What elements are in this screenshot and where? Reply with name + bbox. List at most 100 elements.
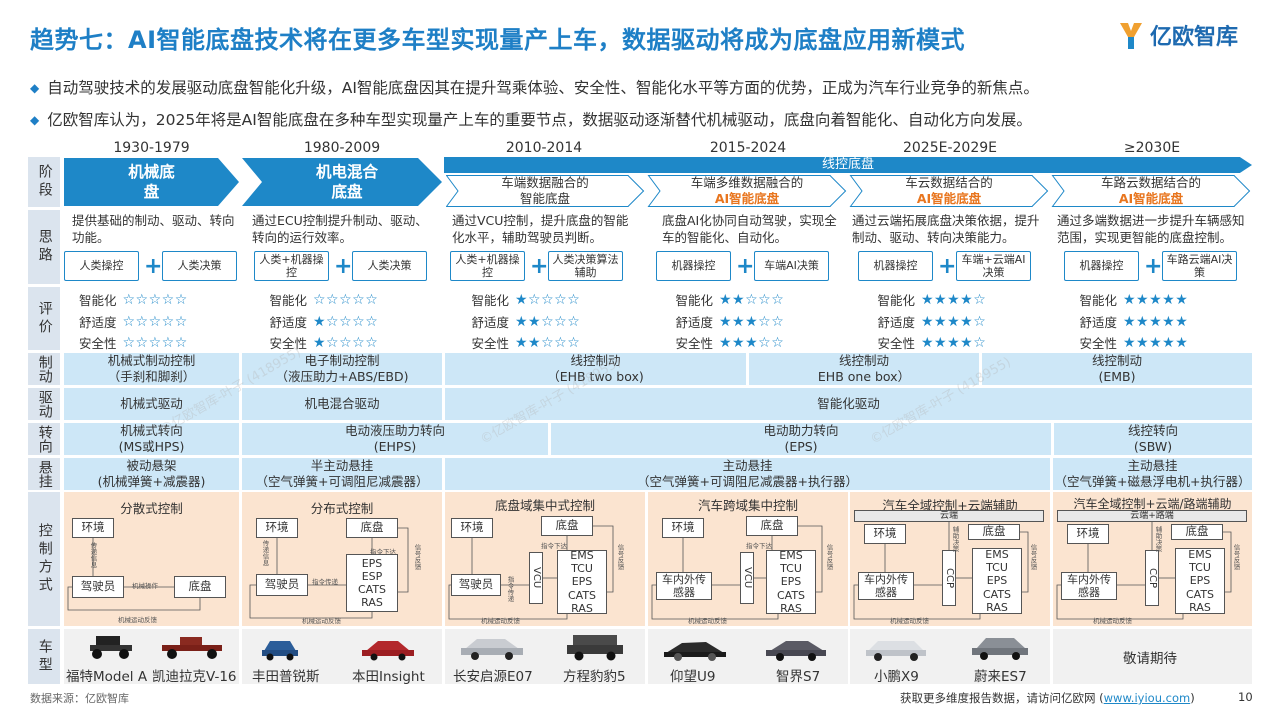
- steering-3: 电动助力转向(EPS): [551, 423, 1051, 455]
- stage-wire-bar: [444, 157, 1252, 173]
- vcu-box: VCU: [740, 552, 754, 604]
- models-cell-2: 丰田普锐斯 本田Insight: [242, 629, 442, 685]
- thinking-2: 通过ECU控制提升制动、驱动、转向的运行效率。: [252, 213, 428, 245]
- star-rating: ☆☆☆☆☆: [122, 334, 188, 351]
- rating-4-2: 舒适度★★★☆☆: [675, 313, 785, 331]
- car-icon: [766, 641, 826, 661]
- drive-2: 机电混合驱动: [242, 388, 442, 420]
- pill-3a: 人类+机器操控: [450, 251, 525, 281]
- page-number: 10: [1238, 690, 1253, 704]
- plus-icon: +: [938, 254, 957, 279]
- cloud-box: 云端: [854, 510, 1044, 522]
- row-label-steering: 转向: [28, 423, 60, 455]
- star-rating: ★★☆☆☆: [719, 291, 785, 308]
- pill-3b: 人类决策算法辅助: [548, 251, 623, 281]
- models-cell-4: 仰望U9 智界S7: [648, 629, 848, 685]
- rating-2-2: 舒适度★☆☆☆☆: [269, 313, 379, 331]
- star-rating: ★★★☆☆: [719, 334, 785, 351]
- row-label-control: 控制方式: [28, 492, 60, 626]
- rating-3-3: 安全性★★☆☆☆: [471, 334, 581, 352]
- suspension-2: 半主动悬挂（空气弹簧+可调阻尼减震器）: [242, 458, 442, 490]
- source-note: 数据来源：亿欧智库: [30, 692, 129, 705]
- ecu-box: EMS TCU EPS CATS RAS: [557, 549, 607, 615]
- car-icon: [461, 639, 523, 660]
- page-title: 趋势七：AI智能底盘技术将在更多车型实现量产上车，数据驱动将成为底盘应用新模式: [30, 26, 966, 54]
- sensor-box: 车内外传感器: [1061, 572, 1117, 600]
- suspension-4: 主动悬挂（空气弹簧+磁悬浮电机+执行器）: [1053, 457, 1252, 490]
- logo: 亿欧智库: [1118, 18, 1238, 52]
- star-rating: ☆☆☆☆☆: [122, 291, 188, 308]
- sensor-box: 车内外传感器: [858, 572, 914, 600]
- row-label-drive: 驱动: [28, 388, 60, 420]
- plus-icon: +: [334, 254, 353, 279]
- env-box: 环境: [864, 524, 906, 544]
- star-rating: ☆☆☆☆☆: [122, 313, 188, 330]
- car-icon: [362, 641, 414, 661]
- diamond-icon: ◆: [30, 81, 40, 95]
- row-label-thinking: 思路: [28, 210, 60, 284]
- rating-2-3: 安全性★☆☆☆☆: [269, 334, 379, 352]
- suspension-3: 主动悬挂（空气弹簧+可调阻尼减震器+执行器）: [445, 458, 1050, 490]
- control-title-2: 分布式控制: [310, 501, 374, 516]
- bullet-2: ◆亿欧智库认为，2025年将是AI智能底盘在多种车型实现量产上车的重要节点，数据…: [30, 111, 1032, 129]
- pill-1b: 人类决策: [162, 251, 237, 281]
- vintage-car-icon: [162, 637, 222, 659]
- logo-text: 亿欧智库: [1150, 25, 1239, 50]
- rating-4-3: 安全性★★★☆☆: [675, 334, 785, 352]
- thinking-4: 底盘AI化协同自动驾驶，实现全车的智能化、自动化。: [662, 213, 837, 245]
- env-box: 环境: [662, 518, 704, 538]
- env-box: 环境: [72, 518, 114, 538]
- iyiou-link[interactable]: www.iyiou.com: [1103, 691, 1191, 705]
- pill-6a: 机器操控: [1064, 251, 1139, 281]
- pill-1a: 人类操控: [64, 251, 139, 281]
- env-box: 环境: [1067, 524, 1109, 544]
- chassis-box: 底盘: [968, 524, 1020, 540]
- pill-2b: 人类决策: [352, 251, 427, 281]
- car-icon: [262, 641, 298, 661]
- pill-4a: 机器操控: [656, 251, 731, 281]
- chassis-box: 底盘: [541, 516, 593, 536]
- pill-6b: 车路云端AI决策: [1162, 251, 1237, 281]
- braking-1: 机械式制动控制（手刹和脚刹）: [64, 353, 239, 385]
- rating-5-3: 安全性★★★★☆: [877, 334, 987, 352]
- star-rating: ★★★★☆: [921, 291, 987, 308]
- rating-6-2: 舒适度★★★★★: [1079, 313, 1189, 331]
- plus-icon: +: [144, 254, 163, 279]
- pill-5b: 车端+云端AI决策: [956, 251, 1031, 281]
- control-cell-3: 底盘域集中式控制 环境 驾驶员 底盘 VCU EMS TCU EPS CATS …: [445, 492, 645, 626]
- star-rating: ★★★☆☆: [719, 313, 785, 330]
- env-box: 环境: [256, 518, 298, 538]
- control-cell-2: 分布式控制 环境 驾驶员 底盘 EPS ESP CATS RAS 传递信息 指令…: [242, 492, 442, 626]
- control-title-6: 汽车全域控制+云端/路端辅助: [1073, 497, 1232, 511]
- pill-4b: 车端AI决策: [754, 251, 829, 281]
- control-cell-4: 汽车跨域集中控制 环境 车内外传感器 底盘 VCU EMS TCU EPS CA…: [648, 492, 848, 626]
- rating-1-2: 舒适度☆☆☆☆☆: [78, 313, 188, 331]
- braking-2: 电子制动控制（液压助力+ABS/EBD): [242, 353, 442, 385]
- driver-box: 驾驶员: [451, 574, 501, 596]
- row-label-stage: 阶段: [28, 157, 60, 207]
- star-rating: ★☆☆☆☆: [313, 334, 379, 351]
- drive-3: 智能化驱动: [445, 388, 1252, 420]
- ecu-box: EPS ESP CATS RAS: [346, 554, 398, 612]
- models-cell-6: 敬请期待: [1053, 629, 1252, 684]
- control-lines-1: [67, 538, 201, 611]
- rating-3-2: 舒适度★★☆☆☆: [471, 313, 581, 331]
- bullet-1: ◆自动驾驶技术的发展驱动底盘智能化升级，AI智能底盘因其在提升驾乘体验、安全性、…: [30, 79, 1039, 97]
- logo-icon: [1120, 23, 1142, 49]
- year-3: 2010-2014: [505, 140, 583, 156]
- stage-wire-label: 线控底盘: [821, 157, 874, 172]
- car-icon: [567, 635, 623, 661]
- row-label-braking: 制动: [28, 353, 60, 385]
- rating-6-3: 安全性★★★★★: [1079, 334, 1189, 352]
- row-label-models: 车型: [28, 629, 60, 684]
- control-lines-5: [853, 522, 1029, 620]
- env-box: 环境: [451, 518, 493, 538]
- braking-3: 线控制动（EHB two box): [445, 353, 746, 385]
- row-label-rating: 评价: [28, 287, 60, 350]
- rating-1-3: 安全性☆☆☆☆☆: [78, 334, 188, 352]
- control-cell-6: 汽车全域控制+云端/路端辅助 云端+路端 环境 车内外传感器 底盘 CCP EM…: [1053, 492, 1252, 626]
- ecu-box: EMS TCU EPS CATS RAS: [1175, 548, 1225, 614]
- control-lines-3: [448, 525, 614, 620]
- star-rating: ★★★★★: [1123, 334, 1189, 351]
